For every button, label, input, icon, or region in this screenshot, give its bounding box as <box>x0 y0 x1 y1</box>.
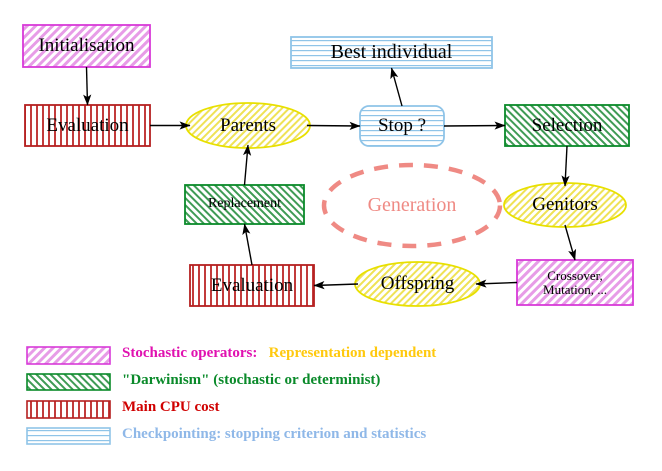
edge-arrows-layer <box>83 66 577 290</box>
node-shape-genitors <box>503 182 627 228</box>
node-shape-replacement <box>184 184 305 225</box>
node-shapes-layer <box>22 24 634 307</box>
node-shape-evaluation_bottom <box>189 264 315 307</box>
node-shape-selection <box>504 104 630 147</box>
edge-selection-to-genitors <box>561 145 570 187</box>
legend-swatch-1 <box>26 373 111 391</box>
node-shape-generation <box>321 162 503 249</box>
edge-initialisation-to-evaluation_top <box>83 66 92 106</box>
legend-swatch-2 <box>26 400 111 419</box>
edge-stop-to-selection <box>443 121 506 130</box>
edge-genitors-to-crossover_mutation <box>564 224 577 261</box>
edge-parents-to-stop <box>306 121 361 131</box>
node-shape-best_individual <box>290 36 493 69</box>
node-shape-crossover_mutation <box>516 259 634 306</box>
legend-swatch-3 <box>26 427 111 445</box>
legend-swatch-layer <box>26 346 111 445</box>
node-shape-offspring <box>354 261 481 307</box>
node-shape-parents <box>185 102 311 149</box>
edge-crossover_mutation-to-offspring <box>475 279 518 288</box>
node-shape-evaluation_top <box>24 104 151 147</box>
edge-evaluation_bottom-to-replacement <box>242 223 253 266</box>
edge-offspring-to-evaluation_bottom <box>313 281 359 290</box>
edge-replacement-to-parents <box>243 144 252 186</box>
edge-stop-to-best_individual <box>390 67 403 107</box>
legend-swatch-0 <box>26 346 111 365</box>
node-shape-initialisation <box>22 24 151 68</box>
node-shape-stop <box>359 105 445 147</box>
